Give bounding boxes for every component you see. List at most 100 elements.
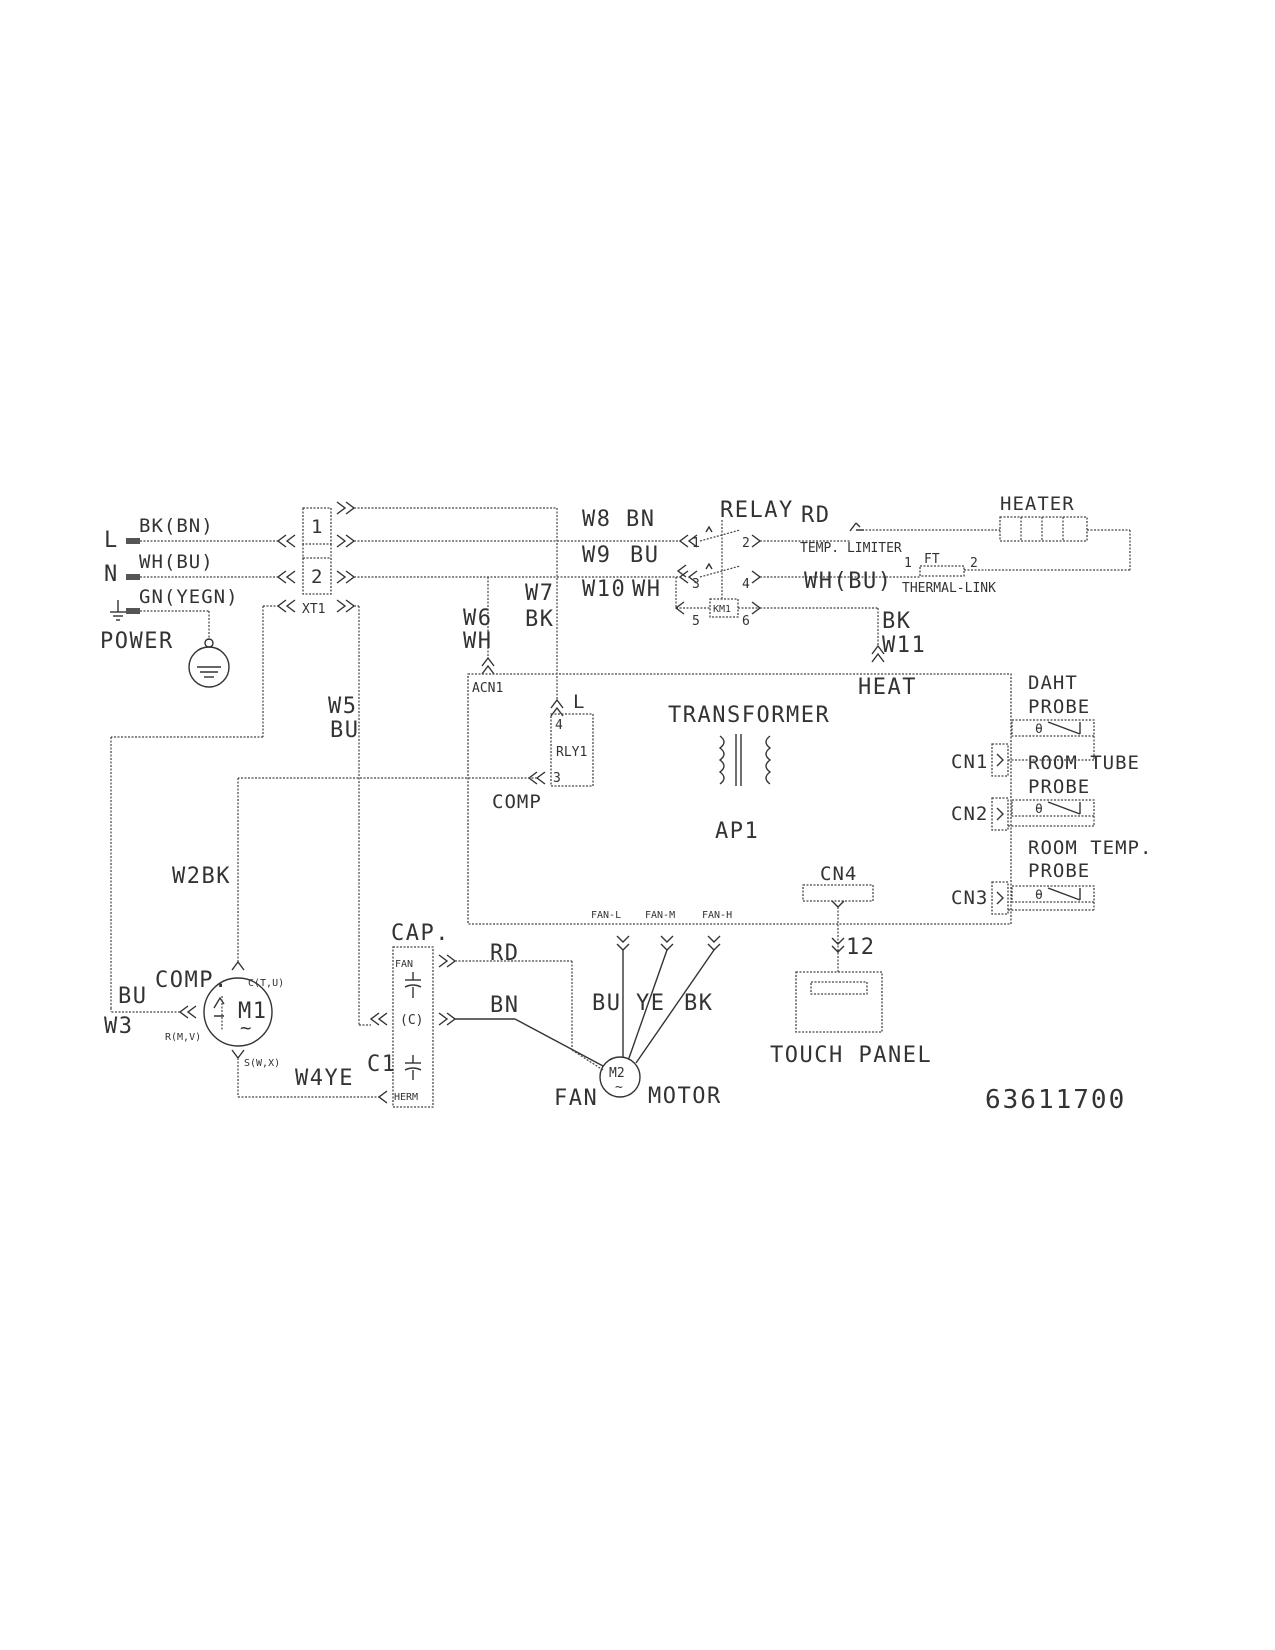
probes: DAHT PROBE ROOM TUBE PROBE ROOM TEMP. PR… — [1008, 672, 1152, 911]
probe-daht: DAHT — [1028, 672, 1078, 694]
board-cn4-label: CN4 — [820, 863, 857, 885]
relay-pin-5: 5 — [692, 614, 700, 629]
thermal-link-ft: FT — [924, 552, 940, 567]
capacitor-c1-label: C1 — [367, 1052, 397, 1077]
wire-wh-bu-heater: WH(BU) — [804, 569, 892, 594]
fan-motor-motor-label: MOTOR — [648, 1084, 722, 1109]
neutral-label: N — [104, 562, 119, 587]
wire-w5-label: W5 — [328, 694, 358, 719]
wire-w3-label: W3 — [104, 1014, 134, 1039]
wire-w10-color: WH — [632, 577, 662, 602]
wire-bu-label: BU — [118, 984, 148, 1009]
capacitor-cap-label: CAP. — [391, 921, 450, 946]
capacitor-fan-label: FAN — [395, 959, 413, 970]
wire-w6-label: W6 — [463, 606, 493, 631]
heater-circuit: RD TEMP. LIMITER HEATER FT 1 2 THERMAL-L… — [760, 493, 1131, 658]
transformer-label: TRANSFORMER — [668, 703, 830, 728]
probe-2-theta: θ — [1035, 802, 1043, 817]
rly1-pin-3: 3 — [553, 771, 561, 786]
relay-km1: RELAY 1 2 3 4 5 6 KM1 — [674, 498, 885, 663]
board-l-label: L — [573, 691, 585, 713]
wire-w7-label: W7 — [525, 581, 555, 606]
wire-w7-color: BK — [525, 607, 555, 632]
wire-bu-fan-label: BU — [592, 991, 622, 1016]
compressor-label: COMP. — [155, 968, 229, 993]
compressor-m1: COMP. M1 ~ C(T,U) R(M,V) S(W,X) — [110, 960, 380, 1098]
probe-room-tube: ROOM TUBE — [1028, 752, 1140, 774]
thermal-link-pin-2: 2 — [970, 556, 978, 571]
part-number: 63611700 — [985, 1085, 1126, 1115]
probe-room-temp: ROOM TEMP. — [1028, 837, 1152, 859]
wire-w2bk-label: W2BK — [172, 864, 231, 889]
wire-wh-bu-label: WH(BU) — [139, 551, 214, 573]
relay-title: RELAY — [720, 498, 794, 523]
wire-bk-bn-label: BK(BN) — [139, 515, 214, 537]
probe-1-theta: θ — [1035, 722, 1043, 737]
probe-room-temp-probe: PROBE — [1028, 860, 1090, 882]
plug-pin-l — [126, 538, 140, 544]
wire-bn-fan-label: BN — [490, 993, 520, 1018]
terminal-pin-2: 2 — [311, 566, 323, 588]
control-board-ap1: ACN1 L HEAT 4 RLY1 3 COMP TRANSFORMER AP… — [237, 673, 1012, 972]
relay-pin-2: 2 — [742, 536, 750, 551]
rly1-label: RLY1 — [556, 745, 587, 760]
temp-limiter-label: TEMP. LIMITER — [800, 541, 902, 556]
wire-w9-color: BU — [630, 543, 660, 568]
board-cn2-label: CN2 — [951, 803, 988, 825]
wire-bk-fan-label: BK — [684, 991, 714, 1016]
board-fan-h-label: FAN-H — [702, 910, 732, 921]
rly1-pin-4: 4 — [555, 718, 563, 733]
compressor-c-terminal: C(T,U) — [248, 978, 284, 989]
board-fan-m-label: FAN-M — [645, 910, 675, 921]
terminal-block-xt1: 1 2 XT1 — [276, 501, 356, 617]
wire-w5-color: BU — [330, 718, 360, 743]
thermal-link-pin-1: 1 — [904, 556, 912, 571]
plug-pin-ground — [126, 608, 140, 614]
wire-gn-yegn-label: GN(YEGN) — [139, 586, 239, 608]
probe-daht-probe: PROBE — [1028, 696, 1090, 718]
wire-w9-label: W9 — [582, 543, 612, 568]
board-acn1-label: ACN1 — [472, 681, 503, 696]
wire-w8-label: W8 — [582, 507, 612, 532]
relay-pin-4: 4 — [742, 577, 750, 592]
wire-w6-color: WH — [463, 629, 493, 654]
probe-room-tube-probe: PROBE — [1028, 776, 1090, 798]
relay-pin-3: 3 — [692, 577, 700, 592]
wire-w10-label: W10 — [582, 577, 626, 602]
wire-w8-color: BN — [626, 507, 656, 532]
board-comp-label: COMP — [492, 791, 542, 813]
compressor-r-terminal: R(M,V) — [165, 1032, 201, 1043]
touch-panel-label: TOUCH PANEL — [770, 1043, 932, 1068]
compressor-s-terminal: S(W,X) — [244, 1058, 280, 1069]
board-cn1-label: CN1 — [951, 751, 988, 773]
probe-3-theta: θ — [1035, 888, 1043, 903]
capacitor-c-label: (C) — [400, 1013, 423, 1028]
wire-w11-label: W11 — [882, 633, 926, 658]
touch-panel: TOUCH PANEL — [770, 971, 932, 1068]
relay-pin-1: 1 — [692, 536, 700, 551]
fan-motor-m2-label: M2 — [609, 1066, 625, 1081]
board-cn3-label: CN3 — [951, 887, 988, 909]
heater-title: HEATER — [1000, 493, 1075, 515]
wire-12-label: 12 — [846, 935, 876, 960]
relay-pin-6: 6 — [742, 614, 750, 629]
wire-rd-label: RD — [801, 503, 831, 528]
capacitor-c1: CAP. FAN (C) HERM C1 — [359, 921, 457, 1108]
power-input: L N BK(BN) WH(BU) GN(YEGN) POWER — [100, 515, 296, 688]
earth-ground-icon — [140, 610, 230, 688]
thermal-link-label: THERMAL-LINK — [902, 581, 996, 596]
fan-motor-m2: M2 ~ FAN MOTOR — [455, 949, 722, 1111]
wire-ye-fan-label: YE — [636, 991, 666, 1016]
relay-coil-label: KM1 — [713, 604, 731, 615]
plug-pin-n — [126, 574, 140, 580]
wire-w4ye-label: W4YE — [295, 1066, 354, 1091]
terminal-pin-1: 1 — [311, 516, 323, 538]
compressor-tilde: ~ — [240, 1017, 252, 1039]
line-label: L — [104, 528, 119, 553]
power-label: POWER — [100, 629, 174, 654]
transformer-icon — [718, 734, 772, 786]
board-ap1-label: AP1 — [715, 819, 759, 844]
fan-motor-fan-label: FAN — [554, 1086, 598, 1111]
compressor-motor-label: M1 — [238, 999, 268, 1024]
